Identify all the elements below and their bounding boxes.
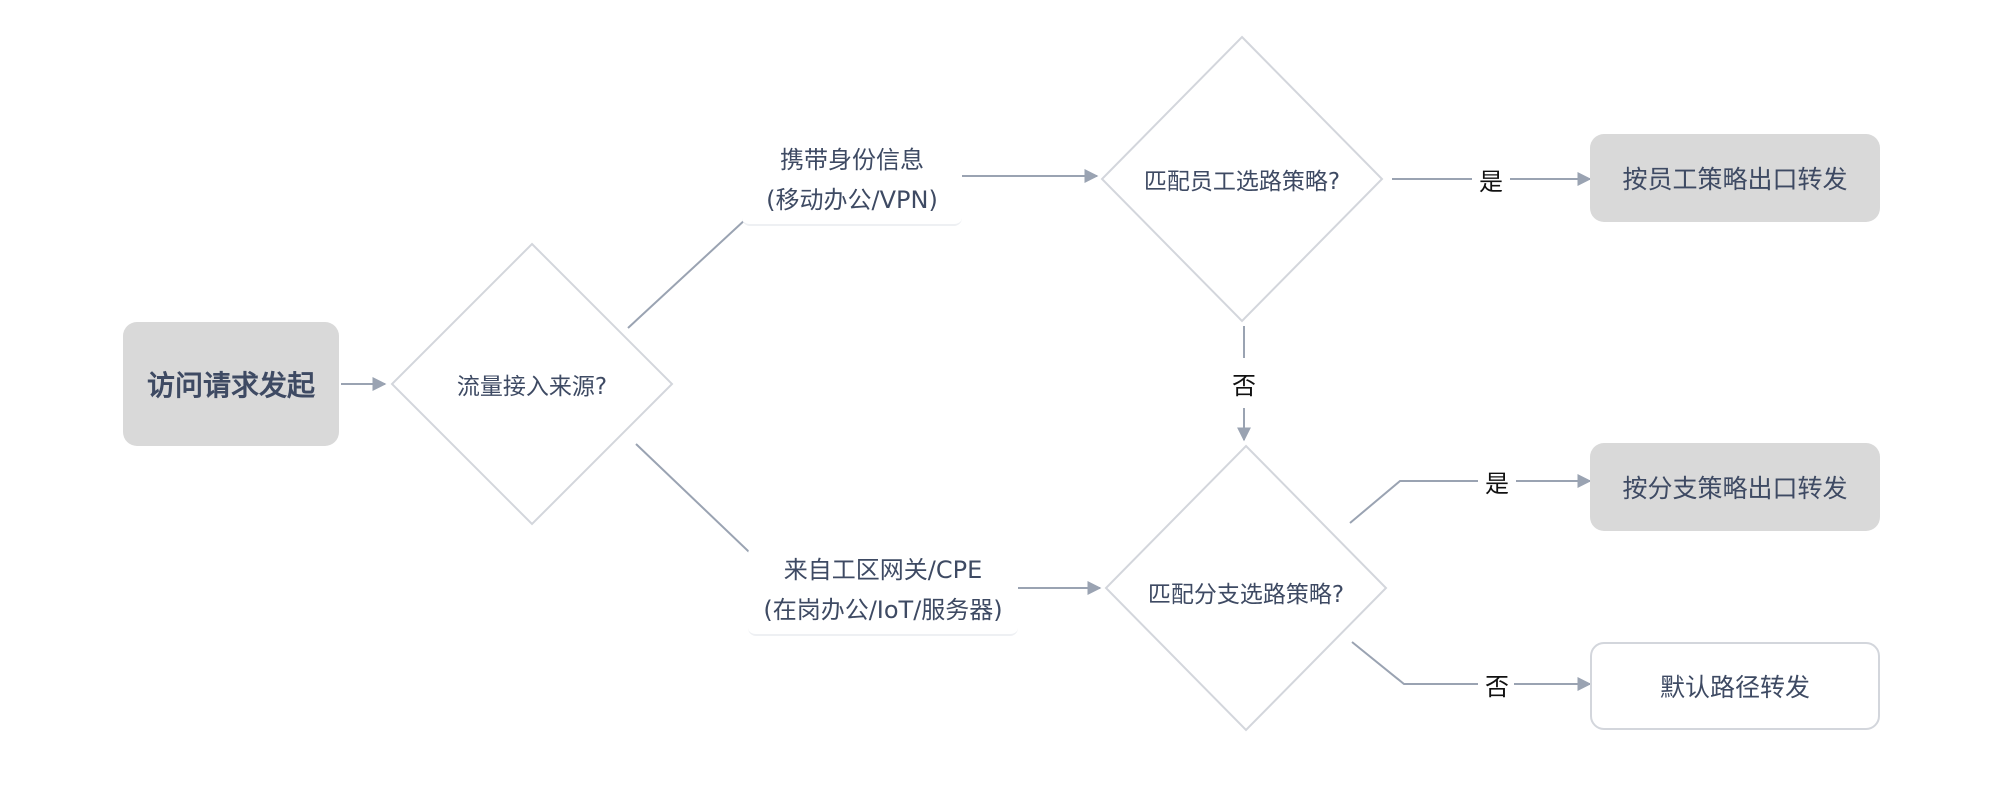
start-node-label: 访问请求发起	[146, 369, 315, 402]
edge-source-to-gateway	[635, 443, 769, 571]
identity-source-label: 携带身份信息 (移动办公/VPN)	[742, 136, 962, 226]
branch-no-text: 否	[1485, 672, 1509, 701]
branch-decision-label: 匹配分支选路策略?	[1126, 572, 1366, 612]
employee-forward-label: 按员工策略出口转发	[1622, 165, 1848, 194]
branch-no-label: 否	[1480, 667, 1514, 701]
default-forward-node: 默认路径转发	[1590, 642, 1880, 730]
employee-forward-node: 按员工策略出口转发	[1590, 134, 1880, 222]
default-forward-label: 默认路径转发	[1659, 673, 1810, 702]
gateway-line-1: 来自工区网关/CPE	[783, 556, 983, 584]
branch-yes-label: 是	[1480, 464, 1514, 498]
employee-decision-text: 匹配员工选路策略?	[1143, 169, 1341, 195]
edge-branch-yes-a	[1349, 480, 1478, 524]
branch-yes-text: 是	[1485, 469, 1509, 498]
branch-decision-diamond	[1104, 444, 1388, 732]
employee-no-text: 否	[1232, 371, 1256, 400]
gateway-source-label: 来自工区网关/CPE (在岗办公/IoT/服务器)	[748, 546, 1018, 636]
edge-source-to-identity	[627, 205, 761, 329]
start-node: 访问请求发起	[123, 322, 339, 446]
identity-line-2: (移动办公/VPN)	[766, 186, 938, 214]
branch-forward-label: 按分支策略出口转发	[1622, 474, 1848, 503]
branch-decision-text: 匹配分支选路策略?	[1147, 582, 1345, 608]
employee-yes-text: 是	[1479, 167, 1503, 196]
identity-line-1: 携带身份信息	[780, 146, 924, 174]
source-decision-diamond	[390, 242, 674, 526]
employee-decision-diamond	[1100, 35, 1384, 323]
employee-no-label: 否	[1227, 366, 1261, 400]
employee-decision-label: 匹配员工选路策略?	[1122, 159, 1362, 199]
branch-forward-node: 按分支策略出口转发	[1590, 443, 1880, 531]
gateway-line-2: (在岗办公/IoT/服务器)	[763, 596, 1003, 624]
employee-yes-label: 是	[1474, 162, 1508, 196]
source-decision-label: 流量接入来源?	[432, 364, 632, 404]
edge-branch-no-a	[1351, 641, 1478, 685]
source-decision-text: 流量接入来源?	[456, 374, 608, 400]
